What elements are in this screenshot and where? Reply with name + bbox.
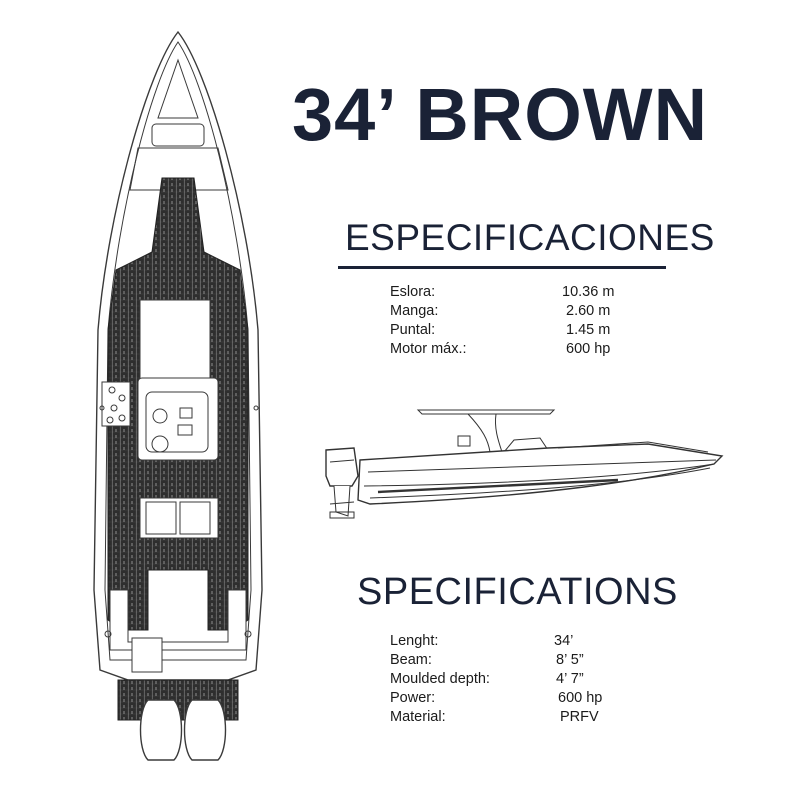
spec-row: Eslora: 10.36 m — [390, 284, 650, 303]
spec-label: Power: — [390, 690, 436, 706]
spanish-specs-table: Eslora: 10.36 m Manga: 2.60 m Puntal: 1.… — [390, 284, 650, 360]
spec-label: Manga: — [390, 303, 439, 319]
spec-value: 10.36 m — [562, 284, 615, 300]
spec-row: Power: 600 hp — [390, 690, 650, 709]
spec-label: Moulded depth: — [390, 671, 490, 687]
spanish-specs-heading: ESPECIFICACIONES — [345, 217, 715, 258]
boat-side-view-drawing — [325, 409, 724, 519]
spec-label: Material: — [390, 709, 446, 725]
heading-divider — [338, 266, 666, 269]
spec-label: Puntal: — [390, 322, 436, 338]
spec-label: Lenght: — [390, 633, 439, 649]
spec-value: 34’ — [554, 633, 574, 649]
spec-row: Puntal: 1.45 m — [390, 322, 650, 341]
spec-value: 8’ 5” — [556, 652, 584, 668]
english-specs-heading: SPECIFICATIONS — [357, 571, 678, 613]
spec-row: Manga: 2.60 m — [390, 303, 650, 322]
spec-value: 600 hp — [558, 690, 603, 706]
spec-value: 4’ 7” — [556, 671, 584, 687]
spec-value: 600 hp — [566, 341, 611, 357]
spec-value: PRFV — [560, 709, 599, 725]
spec-value: 1.45 m — [566, 322, 611, 338]
spec-row: Material: PRFV — [390, 709, 650, 728]
page-title: 34’ BROWN — [292, 73, 709, 156]
boat-top-view-drawing — [93, 30, 263, 761]
spec-row: Beam: 8’ 5” — [390, 652, 650, 671]
english-specs-table: Lenght: 34’ Beam: 8’ 5” Moulded depth: 4… — [390, 633, 650, 728]
spec-label: Eslora: — [390, 284, 436, 300]
spec-value: 2.60 m — [566, 303, 611, 319]
spec-row: Motor máx.: 600 hp — [390, 341, 650, 360]
spec-label: Beam: — [390, 652, 432, 668]
spec-row: Lenght: 34’ — [390, 633, 650, 652]
spec-label: Motor máx.: — [390, 341, 467, 357]
spec-row: Moulded depth: 4’ 7” — [390, 671, 650, 690]
